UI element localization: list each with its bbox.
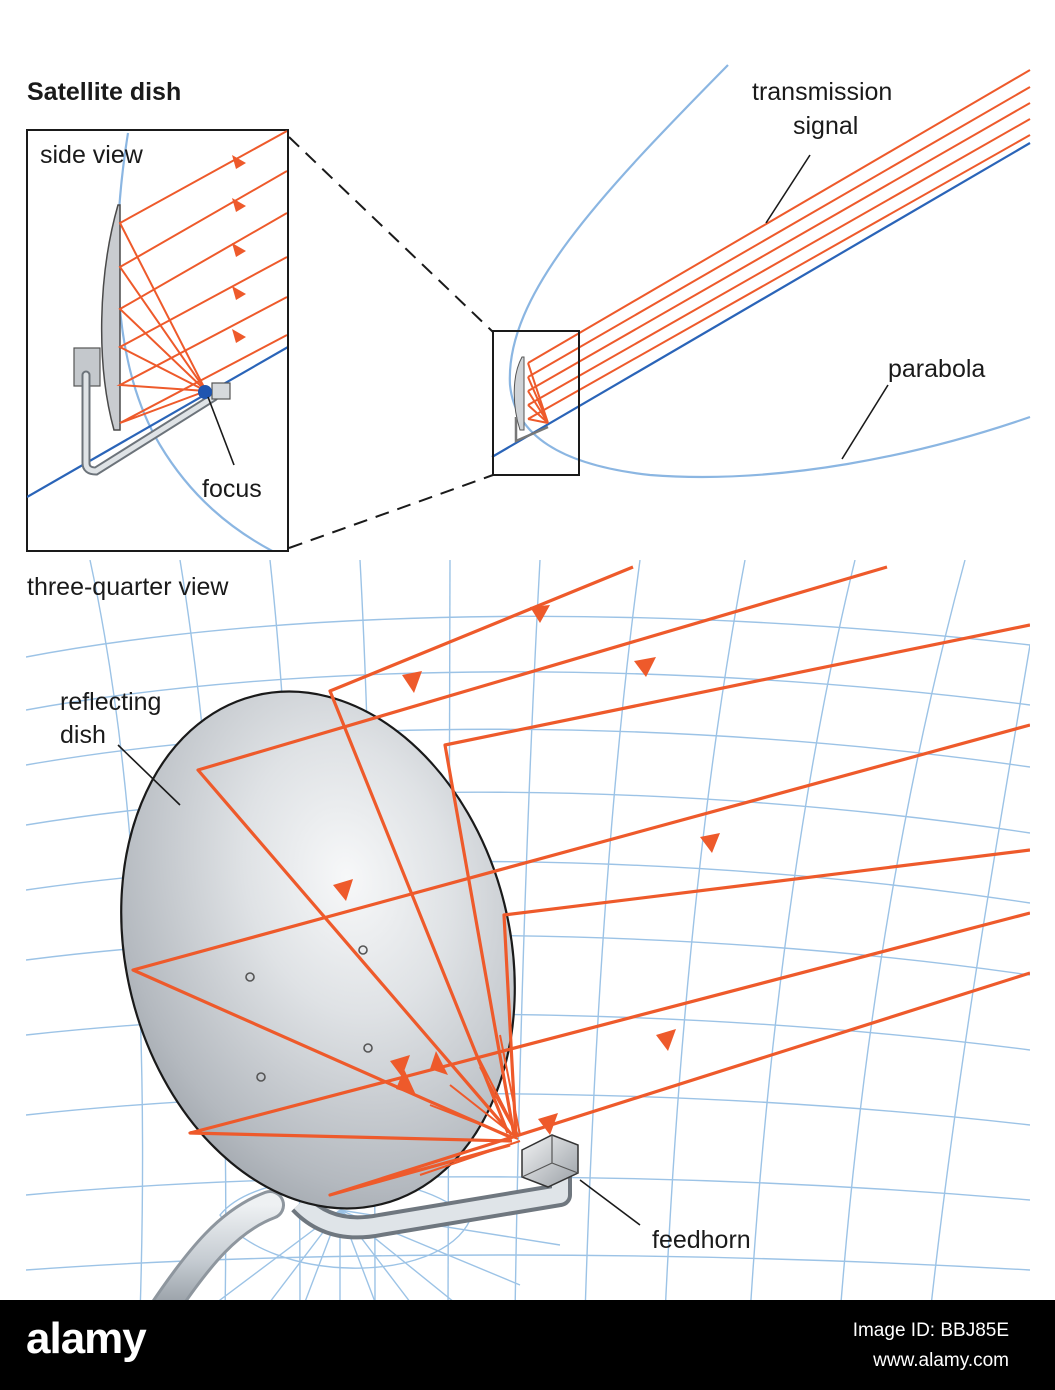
transmission-leader — [766, 155, 810, 223]
side-feedhorn — [212, 383, 230, 399]
focus-point — [198, 385, 212, 399]
stock-footer-bar: alamy Image ID: BBJ85E www.alamy.com — [0, 1300, 1055, 1390]
side-signal-rays — [120, 131, 287, 423]
parabola-curve — [510, 65, 1030, 477]
transmission-label-line2: signal — [793, 112, 858, 140]
feedhorn-label: feedhorn — [652, 1226, 751, 1254]
zoom-connector-top — [289, 137, 493, 332]
diagram-title: Satellite dish — [27, 78, 181, 106]
side-view-label: side view — [40, 141, 144, 169]
three-quarter-view-drawing — [26, 560, 1030, 1315]
focus-label: focus — [202, 475, 262, 503]
image-id-text: Image ID: BBJ85E — [853, 1320, 1009, 1342]
transmission-label-line1: transmission — [752, 78, 892, 106]
overview-diagram — [492, 65, 1030, 477]
site-url-link[interactable]: www.alamy.com — [873, 1350, 1009, 1372]
reflecting-dish-label-line1: reflecting — [60, 688, 161, 716]
reflecting-dish-label-line2: dish — [60, 721, 106, 749]
alamy-logo[interactable]: alamy — [26, 1314, 146, 1364]
side-dish — [102, 205, 120, 430]
parabola-leader — [842, 385, 888, 459]
three-quarter-view-label: three-quarter view — [27, 573, 229, 601]
dish-axis-line — [492, 143, 1030, 457]
parabola-label: parabola — [888, 355, 985, 383]
zoom-connector-bottom — [289, 475, 493, 548]
focus-leader — [208, 397, 234, 465]
